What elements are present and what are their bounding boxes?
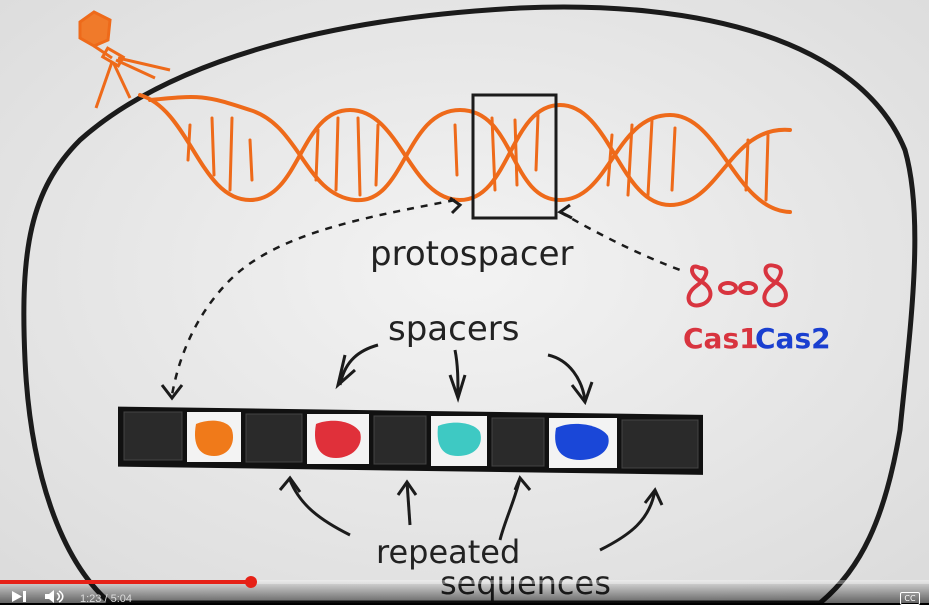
protospacer-box: [471, 93, 558, 220]
crispr-array: [118, 406, 703, 475]
spacer-orange: [194, 420, 234, 456]
spacers-label: spacers: [388, 309, 519, 349]
spacer-red: [314, 420, 361, 458]
progress-fill: [0, 580, 251, 584]
progress-bar[interactable]: [0, 576, 929, 588]
spacer-teal: [437, 422, 481, 456]
play-icon: [12, 591, 26, 602]
play-button[interactable]: [10, 590, 28, 603]
time-display: 1:23 / 5:04: [80, 593, 132, 605]
repeat-sequences: [123, 411, 699, 469]
bacteriophage-icon: [78, 10, 171, 109]
cell-outline: [21, 4, 918, 603]
player-controls-bar: [0, 580, 929, 603]
spacer-blue: [555, 423, 609, 460]
protospacer-label: protospacer: [370, 234, 573, 274]
solid-arrows: [288, 343, 657, 552]
cas1-label: Cas1: [683, 322, 759, 355]
volume-button[interactable]: [44, 590, 66, 603]
captions-button[interactable]: CC: [900, 592, 920, 605]
spacer-fills: [194, 420, 609, 460]
repeated-label: repeated: [376, 533, 520, 571]
progress-scrubber[interactable]: [244, 576, 257, 588]
volume-icon: [45, 590, 64, 603]
cas-complex-icon: [686, 263, 788, 308]
dashed-arrows: [170, 198, 681, 396]
cas2-label: Cas2: [755, 322, 831, 355]
dna-helix: [138, 93, 792, 214]
